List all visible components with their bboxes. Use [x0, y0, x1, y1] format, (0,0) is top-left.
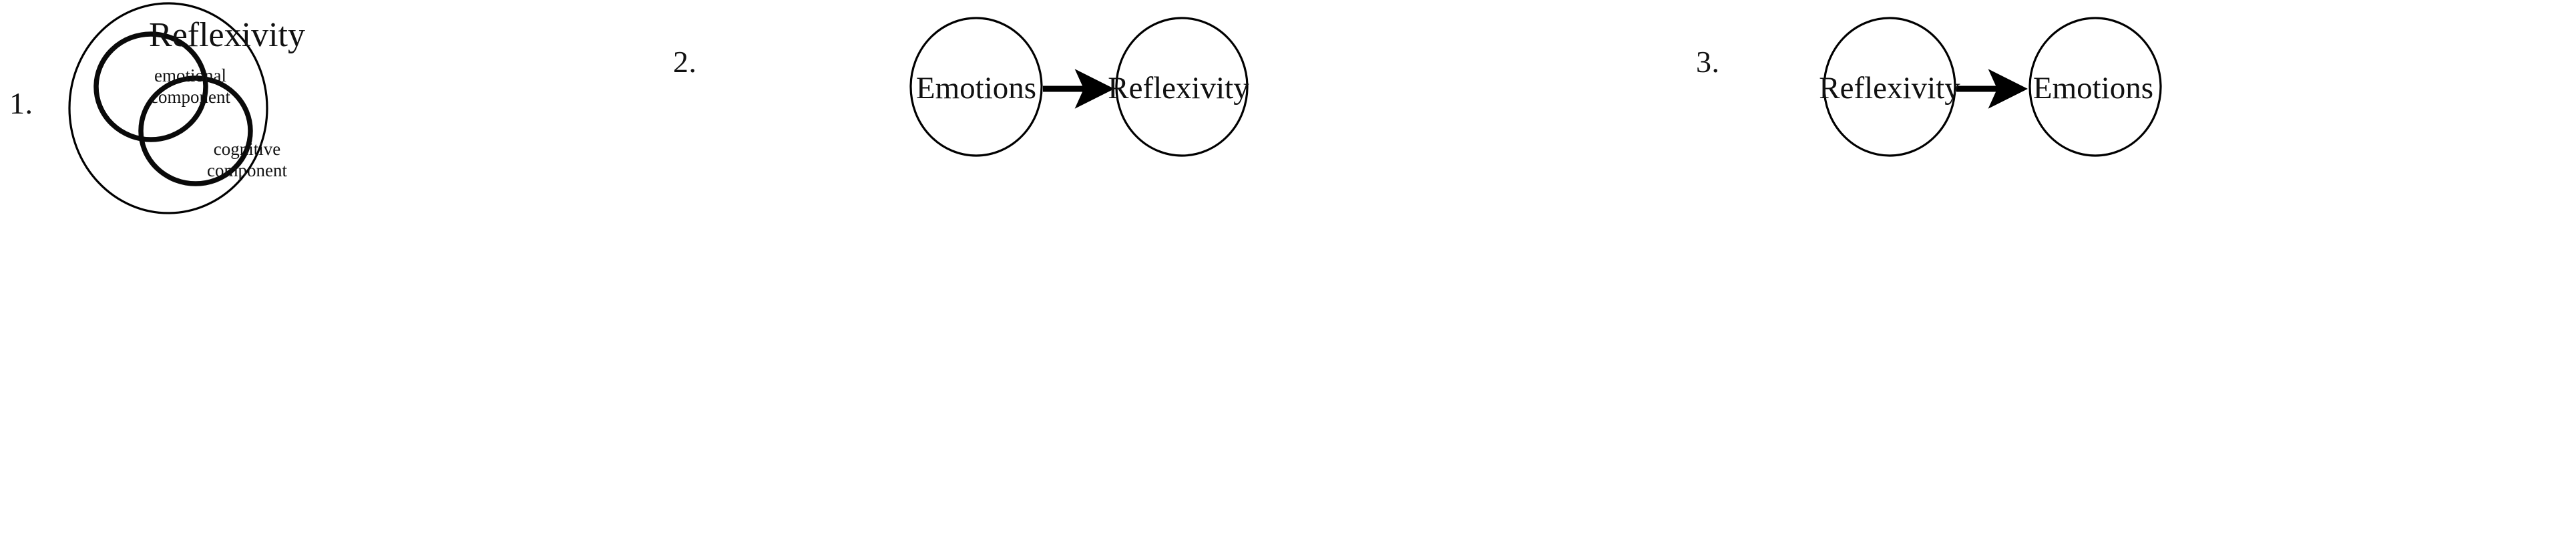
- diagram-panel-2: 2. Emotions Reflexivity: [654, 0, 1669, 545]
- diagram-panel-1: 1. Reflexivity emotional component cogni…: [0, 0, 654, 545]
- panel-1-shapes: [68, 2, 268, 214]
- outer-circle-reflexivity: [68, 2, 268, 214]
- panel-2-number: 2.: [673, 45, 697, 79]
- inner-circle-cognitive-component: [138, 75, 253, 186]
- diagram-panel-3: 3. Reflexivity Emotions: [1669, 0, 2576, 545]
- panel-3-number: 3.: [1696, 45, 1720, 79]
- inner-circle-emotional-component: [93, 31, 208, 142]
- panel-3-shapes: [1823, 17, 2162, 157]
- panel-2-shapes: [909, 17, 1249, 157]
- node-circle-reflexivity: [1115, 17, 1249, 157]
- node-circle-reflexivity: [1823, 17, 1956, 157]
- panel-1-number: 1.: [9, 86, 33, 120]
- node-circle-emotions: [2028, 17, 2162, 157]
- node-circle-emotions: [909, 17, 1043, 157]
